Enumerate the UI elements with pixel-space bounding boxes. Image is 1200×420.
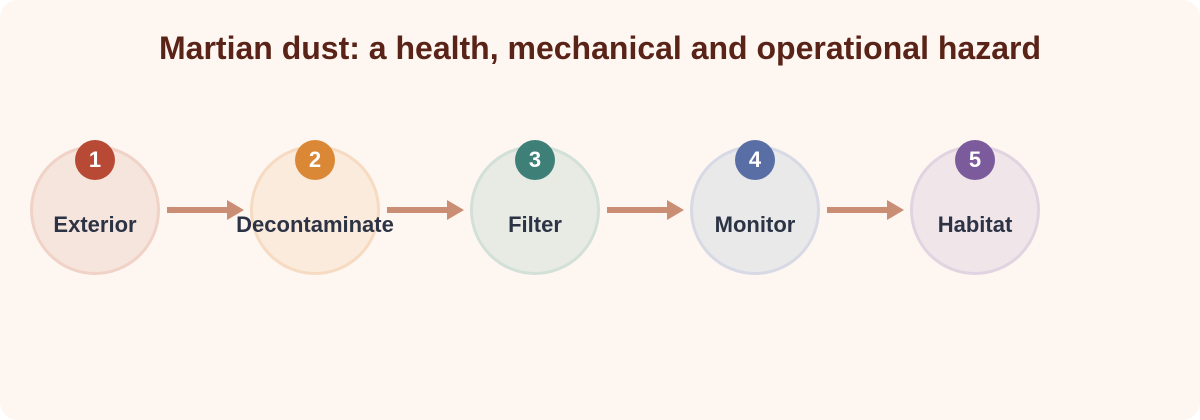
step-label: Habitat	[937, 212, 1013, 237]
step-number-badge: 2	[295, 140, 335, 180]
flow-arrow-icon	[167, 200, 244, 220]
diagram-title: Martian dust: a health, mechanical and o…	[159, 30, 1041, 66]
step-number-badge: 5	[955, 140, 995, 180]
step-number-badge: 1	[75, 140, 115, 180]
flow-arrow-icon	[387, 200, 464, 220]
step-label: Decontaminate	[236, 212, 394, 237]
flow-arrow-icon	[827, 200, 904, 220]
step-number-badge: 3	[515, 140, 555, 180]
step-number-badge: 4	[735, 140, 775, 180]
step-label: Filter	[508, 212, 562, 237]
flow-arrow-icon	[607, 200, 684, 220]
step-label: Exterior	[53, 212, 137, 237]
step-label: Monitor	[714, 212, 796, 237]
